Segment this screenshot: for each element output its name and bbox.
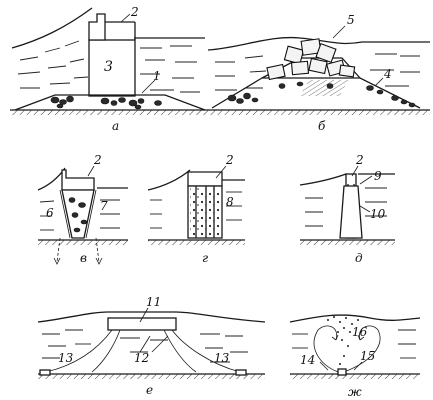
label-g-2: 2 xyxy=(225,153,234,167)
label-v-7: 7 xyxy=(100,199,108,213)
label-d-2: 2 xyxy=(355,153,364,167)
label-a-2: 2 xyxy=(130,5,139,19)
label-e-13-right: 13 xyxy=(214,351,230,365)
label-b-5: 5 xyxy=(347,13,355,27)
label-a-3: 3 xyxy=(104,59,113,75)
panel-e: 11 12 13 13 е xyxy=(37,295,266,397)
panel-letter-zh: ж xyxy=(348,385,362,399)
label-b-4: 4 xyxy=(383,67,392,81)
panel-zh: 14 15 16 ж xyxy=(289,314,421,399)
panel-v: 2 6 7 в xyxy=(37,153,128,265)
panel-letter-b: б xyxy=(318,119,326,133)
panel-letter-e: е xyxy=(146,383,153,397)
label-zh-15: 15 xyxy=(360,349,375,363)
label-e-11: 11 xyxy=(146,295,161,309)
panel-letter-v: в xyxy=(80,251,87,265)
panel-a: 2 3 1 а xyxy=(10,5,208,133)
panel-d: 2 9 10 д xyxy=(299,153,395,265)
label-v-6: 6 xyxy=(46,206,54,220)
panel-b: 5 4 б xyxy=(207,13,430,133)
label-d-10: 10 xyxy=(370,207,386,221)
panel-g: 2 8 г xyxy=(147,153,245,265)
label-v-2: 2 xyxy=(93,153,102,167)
label-zh-14: 14 xyxy=(300,353,315,367)
label-zh-16: 16 xyxy=(352,325,368,339)
label-a-1: 1 xyxy=(153,69,161,83)
label-e-13-left: 13 xyxy=(58,351,74,365)
panel-letter-d: д xyxy=(355,251,363,265)
label-e-12: 12 xyxy=(134,351,149,365)
label-g-8: 8 xyxy=(226,195,234,209)
panel-letter-a: а xyxy=(112,119,119,133)
label-d-9: 9 xyxy=(374,169,382,183)
panel-letter-g: г xyxy=(202,251,208,265)
